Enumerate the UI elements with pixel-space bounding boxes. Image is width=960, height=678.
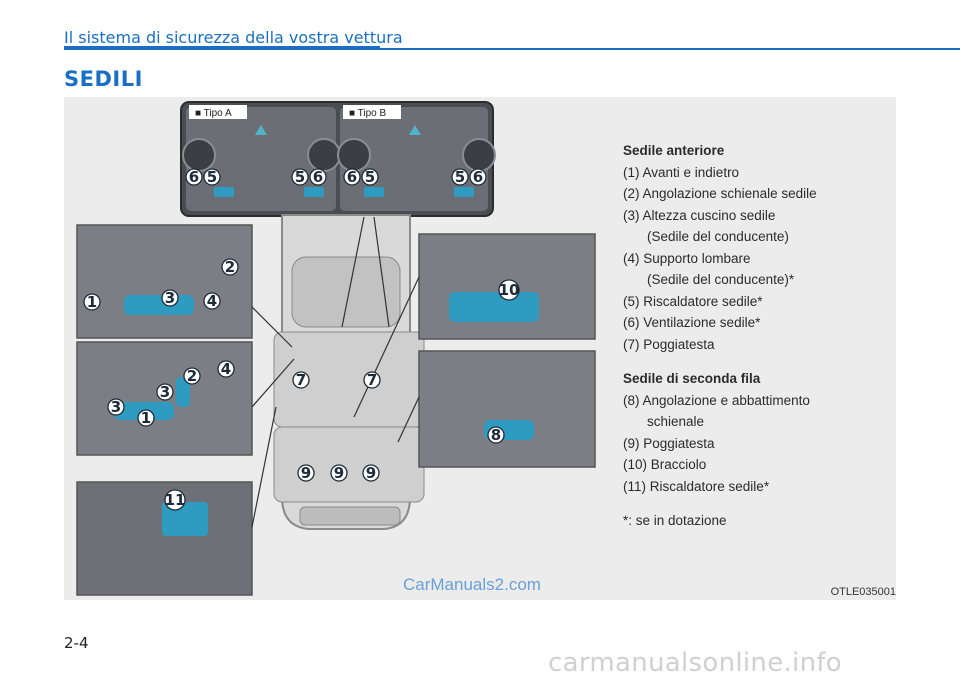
watermark-link[interactable]: CarManuals2.com xyxy=(403,575,541,594)
front-seat-heading: Sedile anteriore xyxy=(623,143,725,158)
callout-2: 2 xyxy=(221,258,239,276)
svg-text:9: 9 xyxy=(366,464,376,482)
seats-figure: 1 2 3 4 1 2 3 3 4 5 6 5 6 6 5 5 6 7 7 9 … xyxy=(64,97,896,600)
rear-item-10: (10) Bracciolo xyxy=(623,457,707,472)
rear-seat-lever-panel xyxy=(397,350,596,468)
svg-text:9: 9 xyxy=(301,464,311,482)
rear-item-11: (11) Riscaldatore sedile* xyxy=(623,478,770,494)
svg-text:8: 8 xyxy=(491,426,501,444)
callout-6c: 6 xyxy=(343,168,361,186)
front-item-5: (5) Riscaldatore sedile* xyxy=(623,293,763,309)
car-top-view xyxy=(273,214,425,530)
svg-text:3: 3 xyxy=(160,383,170,401)
callout-4: 4 xyxy=(203,292,221,310)
front-item-3-note: (Sedile del conducente) xyxy=(647,229,789,244)
svg-text:7: 7 xyxy=(367,371,377,389)
section-header: Il sistema di sicurezza della vostra vet… xyxy=(64,28,403,47)
callout-4b: 4 xyxy=(217,360,235,378)
callout-5c: 5 xyxy=(361,168,379,186)
console-panel-illustration xyxy=(180,101,496,217)
site-watermark: carmanualsonline.info xyxy=(548,648,843,678)
tipo-a-label: ■ Tipo A xyxy=(195,108,232,119)
callout-1b: 1 xyxy=(137,409,155,427)
tipo-b-label: ■ Tipo B xyxy=(349,108,386,119)
svg-text:6: 6 xyxy=(347,168,357,186)
svg-text:6: 6 xyxy=(313,168,323,186)
svg-text:2: 2 xyxy=(187,367,197,385)
callout-6: 6 xyxy=(185,168,203,186)
svg-text:3: 3 xyxy=(165,289,175,307)
seats-illustration: 1 2 3 4 1 2 3 3 4 5 6 5 6 6 5 5 6 7 7 9 … xyxy=(76,101,596,596)
callout-10: 10 xyxy=(498,279,520,301)
callout-6d: 6 xyxy=(469,168,487,186)
callout-1: 1 xyxy=(83,293,101,311)
front-item-7: (7) Poggiatesta xyxy=(623,336,715,352)
svg-text:5: 5 xyxy=(455,168,465,186)
header-rule-thick xyxy=(64,46,380,50)
callout-5: 5 xyxy=(203,168,221,186)
svg-text:4: 4 xyxy=(207,292,217,310)
front-item-4-note: (Sedile del conducente)* xyxy=(647,272,795,287)
callout-9c: 9 xyxy=(362,464,380,482)
callout-11: 11 xyxy=(164,489,186,511)
svg-text:1: 1 xyxy=(141,409,151,427)
front-seat-side-panel xyxy=(76,224,293,348)
svg-text:11: 11 xyxy=(165,491,186,509)
rear-item-8: (8) Angolazione e abbattimento xyxy=(623,392,810,408)
svg-text:5: 5 xyxy=(295,168,305,186)
callout-7a: 7 xyxy=(292,371,310,389)
optional-note: *: se in dotazione xyxy=(623,513,727,528)
callout-5d: 5 xyxy=(451,168,469,186)
svg-text:6: 6 xyxy=(473,168,483,186)
callout-3: 3 xyxy=(161,289,179,307)
svg-text:5: 5 xyxy=(207,168,217,186)
svg-text:4: 4 xyxy=(221,360,231,378)
svg-text:6: 6 xyxy=(189,168,199,186)
callout-6b: 6 xyxy=(309,168,327,186)
callout-3c: 3 xyxy=(107,398,125,416)
svg-text:3: 3 xyxy=(111,398,121,416)
front-item-1: (1) Avanti e indietro xyxy=(623,164,740,180)
svg-text:1: 1 xyxy=(87,293,97,311)
callout-9a: 9 xyxy=(297,464,315,482)
front-item-2: (2) Angolazione schienale sedile xyxy=(623,186,817,201)
front-item-4: (4) Supporto lombare xyxy=(623,250,751,266)
page-title: SEDILI xyxy=(64,67,143,91)
page-number: 2-4 xyxy=(64,634,89,652)
figure-code: OTLE035001 xyxy=(830,586,896,598)
callout-7b: 7 xyxy=(363,371,381,389)
callout-3b: 3 xyxy=(156,383,174,401)
legend-text: Sedile anteriore (1) Avanti e indietro (… xyxy=(623,140,893,532)
callout-8: 8 xyxy=(487,426,505,444)
callout-5b: 5 xyxy=(291,168,309,186)
callout-9b: 9 xyxy=(330,464,348,482)
callout-2b: 2 xyxy=(183,367,201,385)
svg-text:5: 5 xyxy=(365,168,375,186)
front-item-3: (3) Altezza cuscino sedile xyxy=(623,207,776,223)
header-rule-thin xyxy=(380,48,960,50)
front-seat-switch-panel xyxy=(76,341,295,456)
rear-seat-heading: Sedile di seconda fila xyxy=(623,371,761,386)
rear-item-9: (9) Poggiatesta xyxy=(623,435,715,451)
svg-text:9: 9 xyxy=(334,464,344,482)
svg-text:2: 2 xyxy=(225,258,235,276)
front-item-6: (6) Ventilazione sedile* xyxy=(623,315,761,330)
svg-text:10: 10 xyxy=(499,281,520,299)
svg-text:7: 7 xyxy=(296,371,306,389)
rear-item-8-note: schienale xyxy=(647,414,705,429)
